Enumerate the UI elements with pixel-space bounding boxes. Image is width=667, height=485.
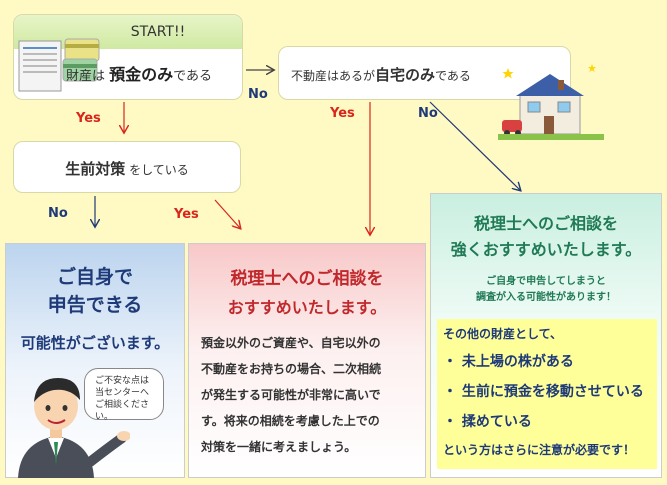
caution-item: ・ 揉めている (443, 414, 532, 430)
arrow-house-to-green (429, 101, 520, 190)
house-question-box: 不動産はあるが自宅のみである (278, 46, 571, 100)
start-question: 財産は 預金のみである (65, 65, 213, 84)
green-title-line2: 強くおすすめいたします。 (450, 240, 642, 259)
arrow-seizen-to-red (214, 199, 240, 228)
blue-title-line2: 申告できる (47, 294, 143, 316)
label-start-no: No (248, 87, 268, 102)
start-box: START!! 財産は 預金のみである (13, 14, 243, 100)
red-body-text: 預金以外のご資産や、自宅以外の 不動産をお持ちの場合、二次相続 が発生する可能性… (201, 336, 382, 454)
caution-item: ・ 未上場の株がある (443, 354, 574, 370)
label-seizen-yes: Yes (174, 207, 199, 222)
blue-title-line1: ご自身で (56, 266, 133, 288)
seizen-question: 生前対策 をしている (65, 160, 189, 178)
bank-cards-icon (18, 38, 100, 92)
green-result-panel: 税理士へのご相談を 強くおすすめいたします。 ご自身で申告してしまうと 調査が入… (430, 193, 662, 478)
blue-result-panel: ご自身で 申告できる 可能性がございます。 (5, 243, 185, 478)
label-start-yes: Yes (76, 111, 101, 126)
label-house-yes: Yes (330, 106, 355, 121)
caution-item: ・ 生前に預金を移動させている (443, 384, 644, 400)
red-result-panel: 税理士へのご相談を おすすめいたします。 預金以外のご資産や、自宅以外の 不動産… (188, 243, 426, 478)
seizen-question-box: 生前対策 をしている (13, 141, 241, 193)
blue-subtitle: 可能性がございます。 (20, 334, 170, 352)
red-title-line2: おすすめいたします。 (227, 298, 387, 317)
green-note-line2: 調査が入る可能性があります！ (476, 292, 616, 303)
caution-box: その他の財産として、 ・ 未上場の株がある ・ 生前に預金を移動させている ・ … (437, 319, 657, 469)
red-title-line1: 税理士へのご相談を (230, 269, 384, 289)
caution-intro: その他の財産として、 (443, 327, 563, 341)
house-icon (498, 64, 604, 140)
advice-speech-bubble: ご不安な点は 当センターへ ご相談ください。 (84, 368, 164, 422)
green-title-line1: 税理士へのご相談を (473, 214, 618, 233)
label-house-no: No (418, 106, 438, 121)
businessman-icon (18, 378, 130, 478)
house-question: 不動産はあるが自宅のみである (291, 66, 471, 84)
label-seizen-no: No (48, 206, 68, 221)
caution-outro: という方はさらに注意が必要です！ (443, 443, 636, 457)
green-note-line1: ご自身で申告してしまうと (486, 276, 606, 287)
